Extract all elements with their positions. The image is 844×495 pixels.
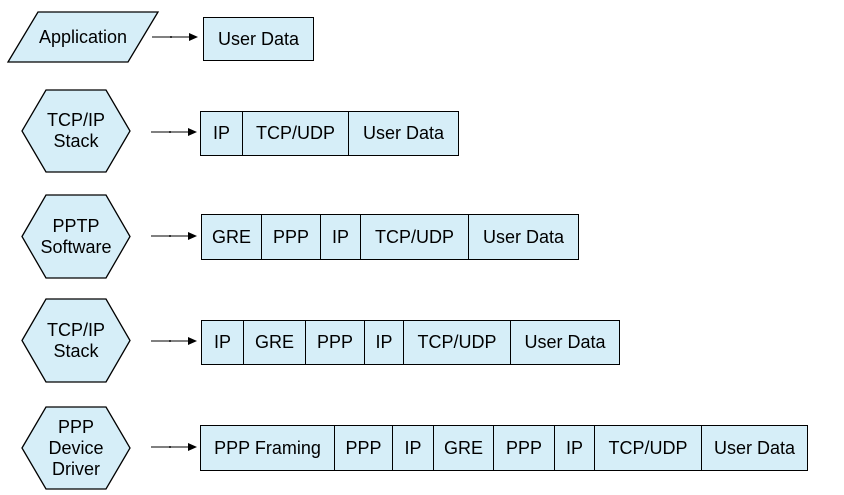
packet-segment: TCP/UDP (361, 215, 469, 259)
source-shape-label-line: PPTP (52, 215, 100, 236)
source-shape-label-line: PPP (57, 416, 95, 437)
packet-segment: GRE (244, 321, 306, 364)
packet-segment: IP (321, 215, 361, 259)
packet-segment: PPP (262, 215, 321, 259)
packet-segment: TCP/UDP (404, 321, 511, 364)
hexagon-outline (21, 406, 131, 490)
packet-segment: PPP (306, 321, 365, 364)
hexagon-outline (21, 194, 131, 279)
packet-segment: TCP/UDP (243, 112, 349, 155)
right-arrow-icon (151, 337, 197, 345)
right-arrow-icon (151, 443, 197, 451)
source-shape-label-line: Device (48, 437, 104, 458)
hexagon-outline (21, 298, 131, 383)
packet-segment: IP (202, 321, 244, 364)
packet-segment: User Data (362, 123, 445, 143)
source-shape-parallelogram: Application (6, 11, 160, 63)
packet-segment: User Data (713, 437, 796, 458)
right-arrow-icon (152, 33, 198, 41)
packet-segment: PPP Framing (201, 426, 335, 470)
source-shape-label-line: Stack (53, 131, 99, 151)
packet-segment: User Data (217, 28, 300, 49)
packet-segment: IP (393, 426, 434, 470)
packet-segment: PPP (335, 426, 393, 470)
packet-segment: User Data (482, 226, 565, 247)
source-shape-label-line: Software (40, 236, 112, 257)
source-shape-label: Application (8, 12, 158, 62)
source-shape-label-line: Application (38, 26, 128, 47)
source-shape-label-line: TCP/IP (46, 319, 105, 340)
source-shape-label-line: TCP/IP (46, 110, 105, 130)
parallelogram-outline (6, 11, 160, 63)
packet-segment: TCP/UDP (595, 426, 702, 470)
packet-segment: User Data (524, 332, 606, 352)
right-arrow-icon (151, 128, 197, 136)
source-shape-label-line: Stack (53, 340, 99, 361)
packet-segment: PPP (494, 426, 555, 470)
packet-segment: IP (365, 321, 404, 364)
hexagon-outline (21, 89, 131, 173)
packet-segment: IP (201, 112, 243, 155)
packet-segment: GRE (434, 426, 494, 470)
source-shape-label-line: Driver (52, 458, 100, 479)
packet-row: User Data (203, 17, 314, 61)
right-arrow-icon (151, 232, 197, 240)
packet-segment: IP (555, 426, 595, 470)
packet-segment: GRE (202, 215, 262, 259)
